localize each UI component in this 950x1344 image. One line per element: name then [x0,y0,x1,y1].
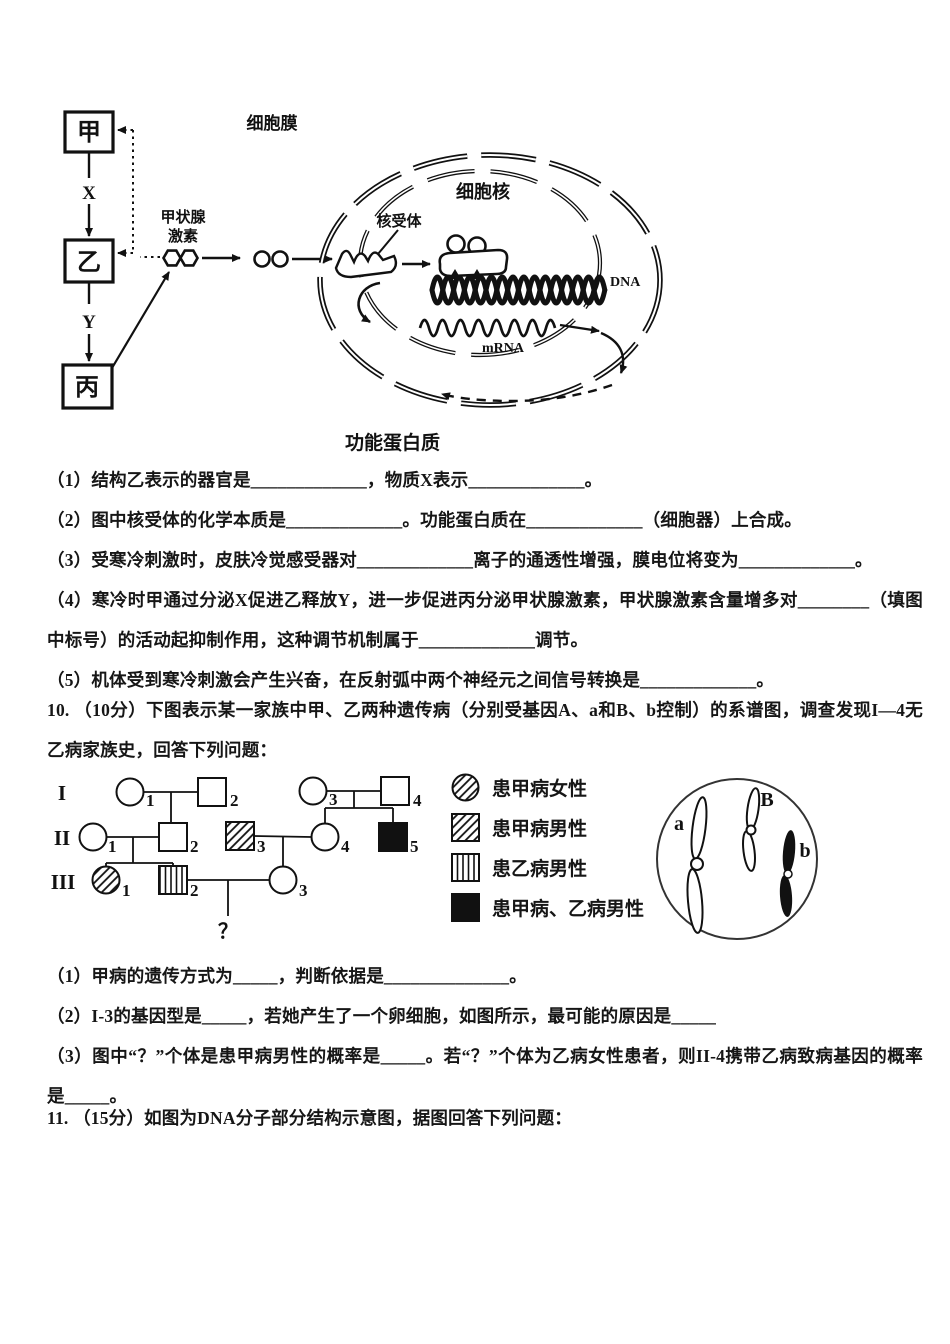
q10-item-2: （2）I-3的基因型是_____，若她产生了一个卵细胞，如图所示，最可能的原因是… [47,1006,717,1026]
pedigree-lines [105,790,394,916]
substance-x-label: X [82,183,96,204]
bing-secretes-line [111,271,170,369]
pedigree-I-4-male [380,776,410,806]
functional-protein-label: 功能蛋白质 [345,431,440,454]
mrna-label: mRNA [482,341,525,356]
q10-item-3: （3）图中“？”个体是患甲病男性的概率是_____。若“？”个体为乙病女性患者，… [47,1046,923,1106]
svg-text:2: 2 [190,881,199,900]
thyroid-hormone-label-line1: 甲状腺 [160,208,206,226]
box-bing [61,363,114,410]
question10-items: （1）甲病的遗传方式为_____，判断依据是______________。 （2… [47,956,923,1116]
question10-intro: 10. （10分）下图表示某一家族中甲、乙两种遗传病（分别受基因A、a和B、b控… [47,690,923,770]
dna-helix [429,274,608,306]
cell-outline [656,778,818,940]
unknown-child-mark: ？ [218,921,238,943]
dna-label: DNA [610,275,641,290]
svg-text:4: 4 [413,791,422,810]
pedigree-II-4-female [310,822,340,852]
generation-III-label: III [51,870,76,894]
chromosome-B-label: B [760,789,773,811]
svg-text:3: 3 [299,881,308,900]
svg-text:5: 5 [410,837,419,856]
pedigree-I-3-female [298,776,328,806]
mrna-exit-curve [600,331,628,374]
generation-I-label: I [58,781,66,805]
chromosome-b [779,830,796,917]
translation-dashed-arrow [441,383,613,403]
hormone-molecules-pair2 [253,250,289,268]
chromosome-B [742,787,761,872]
nuclear-receptor-pointer [377,229,399,255]
mrna-wave [418,318,557,338]
legend-swatch-circle-hatched [451,773,480,802]
box-bing-label: 丙 [75,375,99,401]
svg-text:1: 1 [108,837,117,856]
q9-item-2: （2）图中核受体的化学本质是_____________。功能蛋白质在______… [47,510,802,530]
q9-item-4: （4）寒冷时甲通过分泌X促进乙释放Y，进一步促进丙分泌甲状腺激素，甲状腺激素含量… [47,590,923,650]
generation-II-label: II [54,826,70,850]
legend-label-jia-male: 患甲病男性 [492,819,588,840]
q9-item-1: （1）结构乙表示的器官是_____________，物质X表示_________… [47,470,603,490]
legend-swatch-square-striped [451,853,480,882]
svg-text:3: 3 [329,790,338,809]
legend-swatch-square-hatched [451,813,480,842]
legend-item-both-male: 患甲病、乙病男性 [450,892,680,923]
chromosome-b-label: b [799,840,810,862]
svg-text:1: 1 [122,881,131,900]
pedigree-numbers: 1 2 3 4 1 2 3 4 5 1 2 3 [108,790,422,900]
pedigree-II-3-male-disease-jia [225,821,255,851]
pedigree-chart: I II III 1 2 3 4 1 2 3 4 5 1 2 3 ？ [51,776,422,943]
hormone-receptor-complex [438,234,509,279]
legend-item-jia-female: 患甲病女性 [450,772,680,803]
mrna-export-line [559,323,600,334]
hormone-pathway-diagram: 甲 乙 丙 X Y 甲状腺 激素 [61,110,663,454]
pedigree-III-3-female [268,865,298,895]
q11-intro-text: 11. （15分）如图为DNA分子部分结构示意图，据图回答下列问题： [47,1108,572,1128]
svg-text:3: 3 [257,837,266,856]
legend-label-both-male: 患甲病、乙病男性 [492,899,645,920]
pedigree-III-2-male-disease-yi [158,865,188,895]
legend-item-yi-male: 患乙病男性 [450,852,680,883]
chromosome-a [686,796,708,934]
cell-membrane-label: 细胞膜 [247,113,298,133]
nuclear-receptor-shape [334,249,398,279]
box-yi-label: 乙 [77,250,101,276]
question9-items: （1）结构乙表示的器官是_____________，物质X表示_________… [47,460,923,700]
substance-y-label: Y [82,312,96,333]
q9-item-3: （3）受寒冷刺激时，皮肤冷觉感受器对_____________离子的通透性增强，… [47,550,873,570]
transcription-arrow [357,281,381,324]
cell-membrane-outline [317,152,663,408]
q10-intro-text: 10. （10分）下图表示某一家族中甲、乙两种遗传病（分别受基因A、a和B、b控… [47,700,923,760]
legend-label-yi-male: 患乙病男性 [492,859,588,880]
pedigree-legend: 患甲病女性 患甲病男性 患乙病男性 患甲病、乙病男性 [450,772,680,932]
feedback-dotted-lines [117,126,160,258]
thyroid-hormone-label-line2: 激素 [168,227,198,245]
svg-text:2: 2 [230,791,239,810]
legend-label-jia-female: 患甲病女性 [492,779,588,800]
svg-text:1: 1 [146,791,155,810]
chromosome-a-label: a [674,813,684,835]
nucleus-label: 细胞核 [456,181,510,202]
pedigree-I-2-male [197,777,227,807]
legend-item-jia-male: 患甲病男性 [450,812,680,843]
svg-text:4: 4 [341,837,350,856]
svg-text:2: 2 [190,837,199,856]
pedigree-II-5-male-both-diseases [378,822,408,852]
legend-swatch-square-filled [451,893,480,922]
pedigree-II-1-female [78,822,108,852]
q9-item-5: （5）机体受到寒冷刺激会产生兴奋，在反射弧中两个神经元之间信号转换是______… [47,670,775,690]
hormone-molecules-pair1 [161,249,199,267]
nuclear-receptor-label: 核受体 [376,212,422,230]
q10-item-1: （1）甲病的遗传方式为_____，判断依据是______________。 [47,966,527,986]
question11-intro: 11. （15分）如图为DNA分子部分结构示意图，据图回答下列问题： [47,1098,923,1138]
pedigree-II-2-male [158,822,188,852]
egg-cell-chromosome-diagram: a B b [656,778,818,940]
pedigree-I-1-female [115,777,145,807]
box-jia-label: 甲 [77,120,101,146]
pedigree-III-1-female-disease-jia [91,865,121,895]
